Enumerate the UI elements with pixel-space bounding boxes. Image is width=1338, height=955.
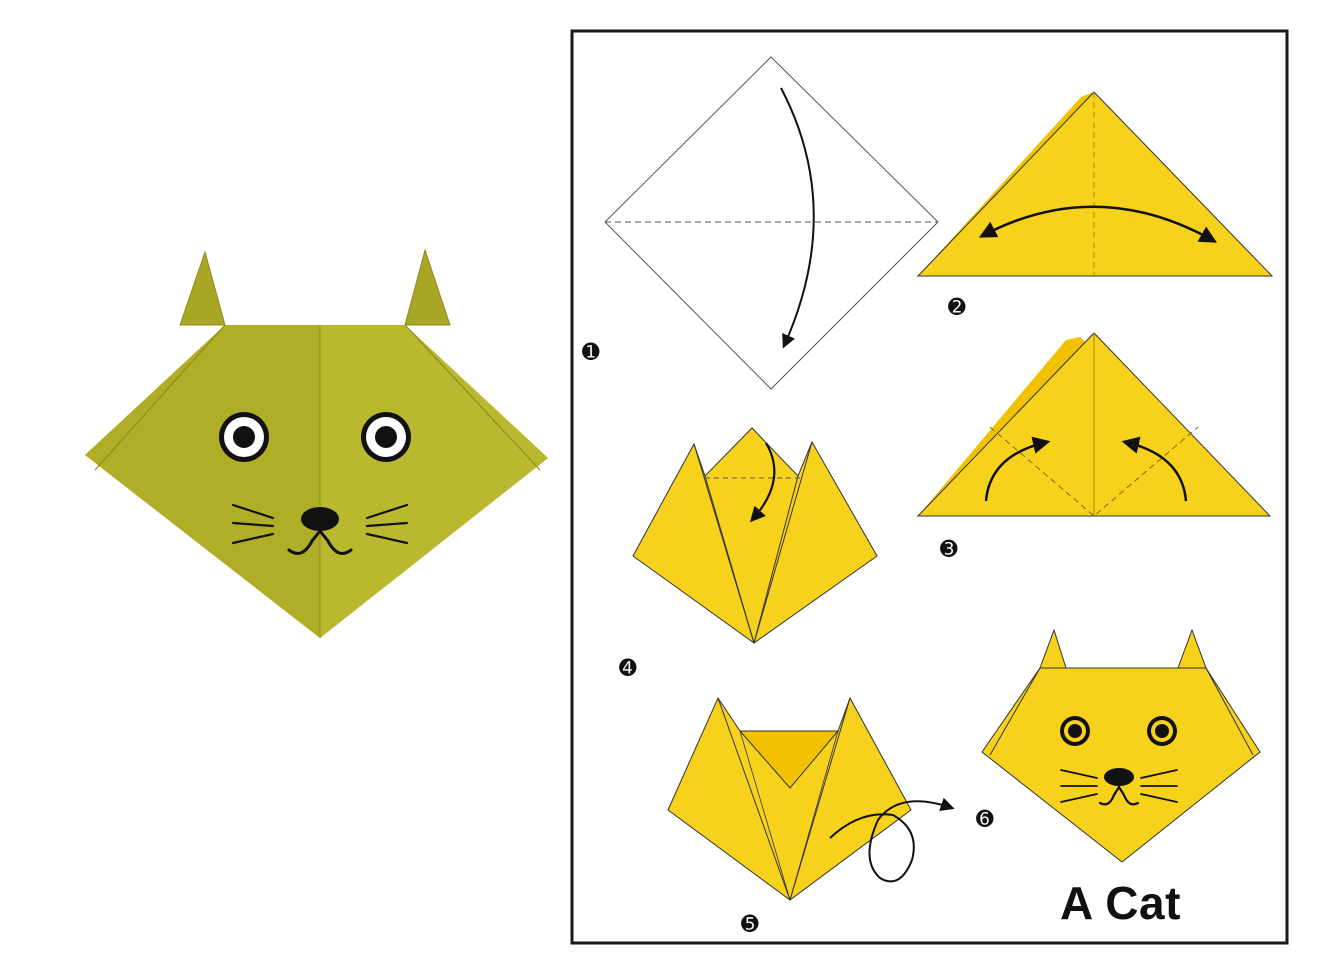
head-shade-right bbox=[320, 325, 548, 638]
diagram-title: A Cat bbox=[1060, 880, 1181, 926]
right-eye bbox=[361, 412, 411, 462]
head-shade-left bbox=[85, 325, 320, 638]
step-4-number: ➍ bbox=[619, 656, 637, 680]
step-6-number: ➏ bbox=[976, 807, 994, 831]
step-6-nose bbox=[1104, 768, 1134, 786]
left-ear bbox=[180, 252, 225, 325]
nose bbox=[301, 507, 339, 531]
step-5-number: ➎ bbox=[741, 912, 759, 936]
step-1-number: ➊ bbox=[582, 340, 600, 364]
finished-cat-model bbox=[85, 250, 548, 638]
step-3-number: ➌ bbox=[940, 537, 958, 561]
left-eye bbox=[219, 412, 269, 462]
right-ear bbox=[405, 250, 450, 325]
step-2-number: ➋ bbox=[948, 295, 966, 319]
